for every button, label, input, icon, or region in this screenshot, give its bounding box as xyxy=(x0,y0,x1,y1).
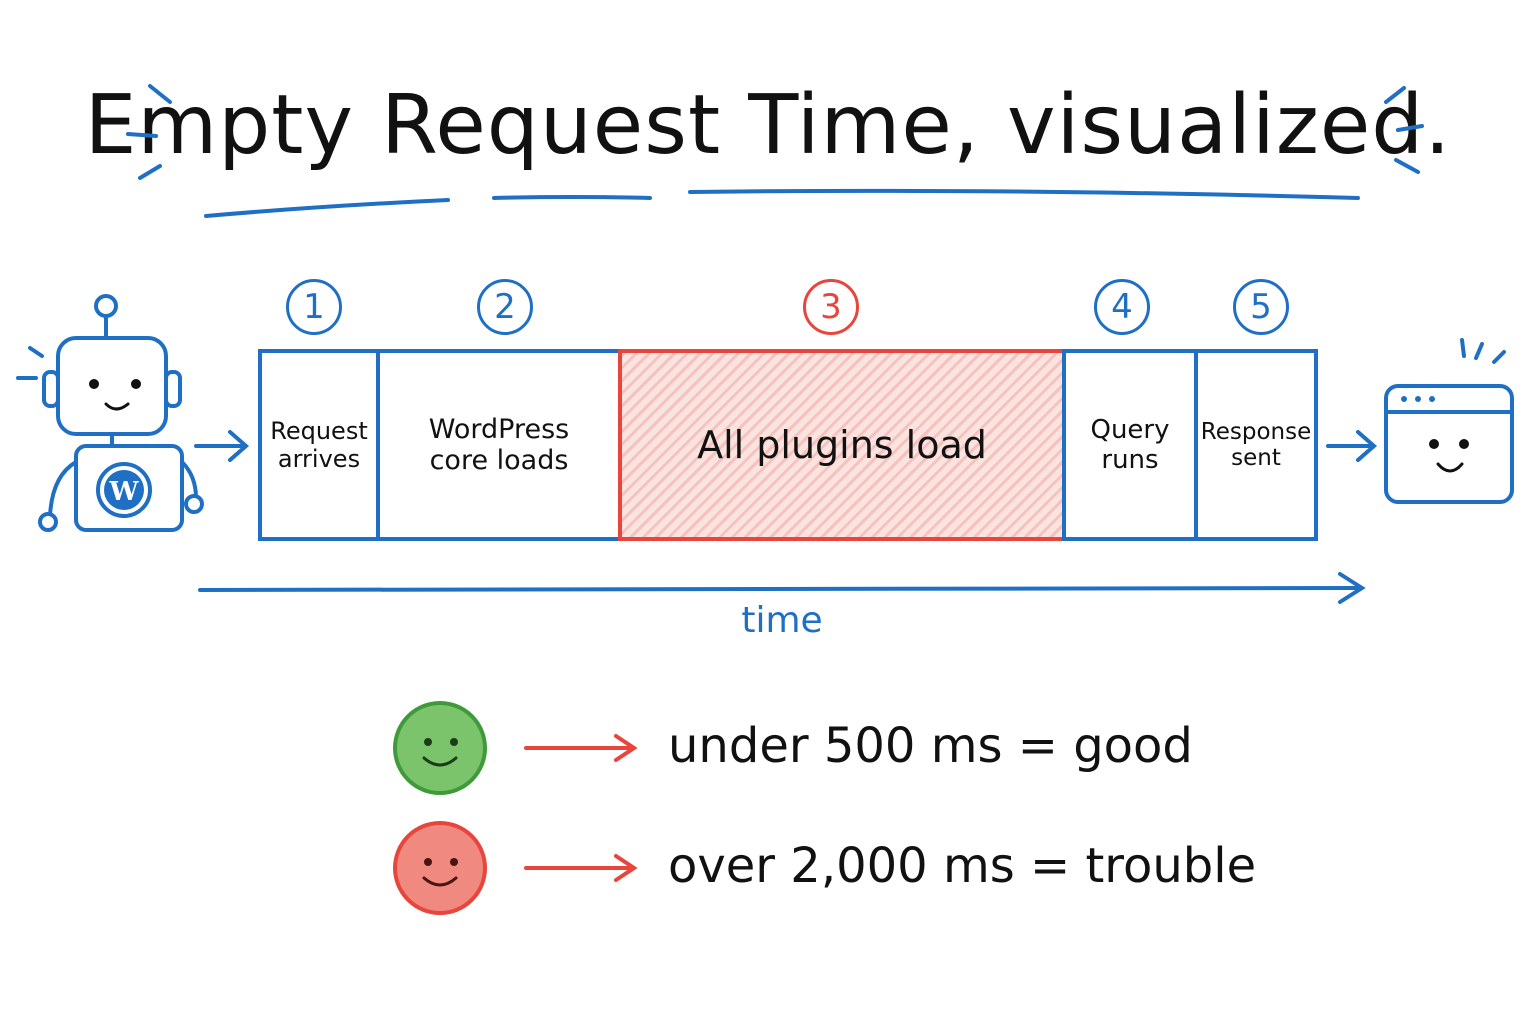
step-number-2: 2 xyxy=(477,279,533,335)
good-arrow-icon xyxy=(524,734,638,762)
arrow-in-icon xyxy=(194,430,250,462)
title-underline xyxy=(204,188,1360,218)
sparkle-right-icon xyxy=(1384,86,1424,174)
segment-label: Request arrives xyxy=(270,417,368,473)
step-number-3: 3 xyxy=(803,279,859,335)
trouble-smiley-icon xyxy=(393,821,487,915)
smiling-browser-window-icon xyxy=(1384,338,1514,504)
segment-plugins-load: All plugins load xyxy=(618,349,1066,541)
segment-label: All plugins load xyxy=(697,423,987,467)
segment-label: WordPress core loads xyxy=(428,414,570,476)
arrow-out-icon xyxy=(1326,430,1378,462)
segment-label: Response sent xyxy=(1200,419,1312,471)
sparkle-left-icon xyxy=(126,84,172,180)
legend-good-text: under 500 ms = good xyxy=(668,718,1193,774)
wordpress-logo-icon: W xyxy=(108,477,139,507)
step-number-5: 5 xyxy=(1233,279,1289,335)
page-title: Empty Request Time, visualized. xyxy=(84,78,1452,173)
segment-response-sent: Response sent xyxy=(1194,349,1318,541)
segment-core-loads: WordPress core loads xyxy=(376,349,622,541)
segment-label: Query runs xyxy=(1090,415,1170,475)
good-smiley-icon xyxy=(393,701,487,795)
trouble-arrow-icon xyxy=(524,854,638,882)
time-axis-label: time xyxy=(741,600,823,641)
segment-request-arrives: Request arrives xyxy=(258,349,380,541)
step-number-4: 4 xyxy=(1094,279,1150,335)
legend-trouble-text: over 2,000 ms = trouble xyxy=(668,838,1257,894)
step-number-1: 1 xyxy=(286,279,342,335)
wordpress-robot-icon xyxy=(16,294,204,532)
time-axis-arrow xyxy=(198,572,1366,604)
segment-query-runs: Query runs xyxy=(1062,349,1198,541)
